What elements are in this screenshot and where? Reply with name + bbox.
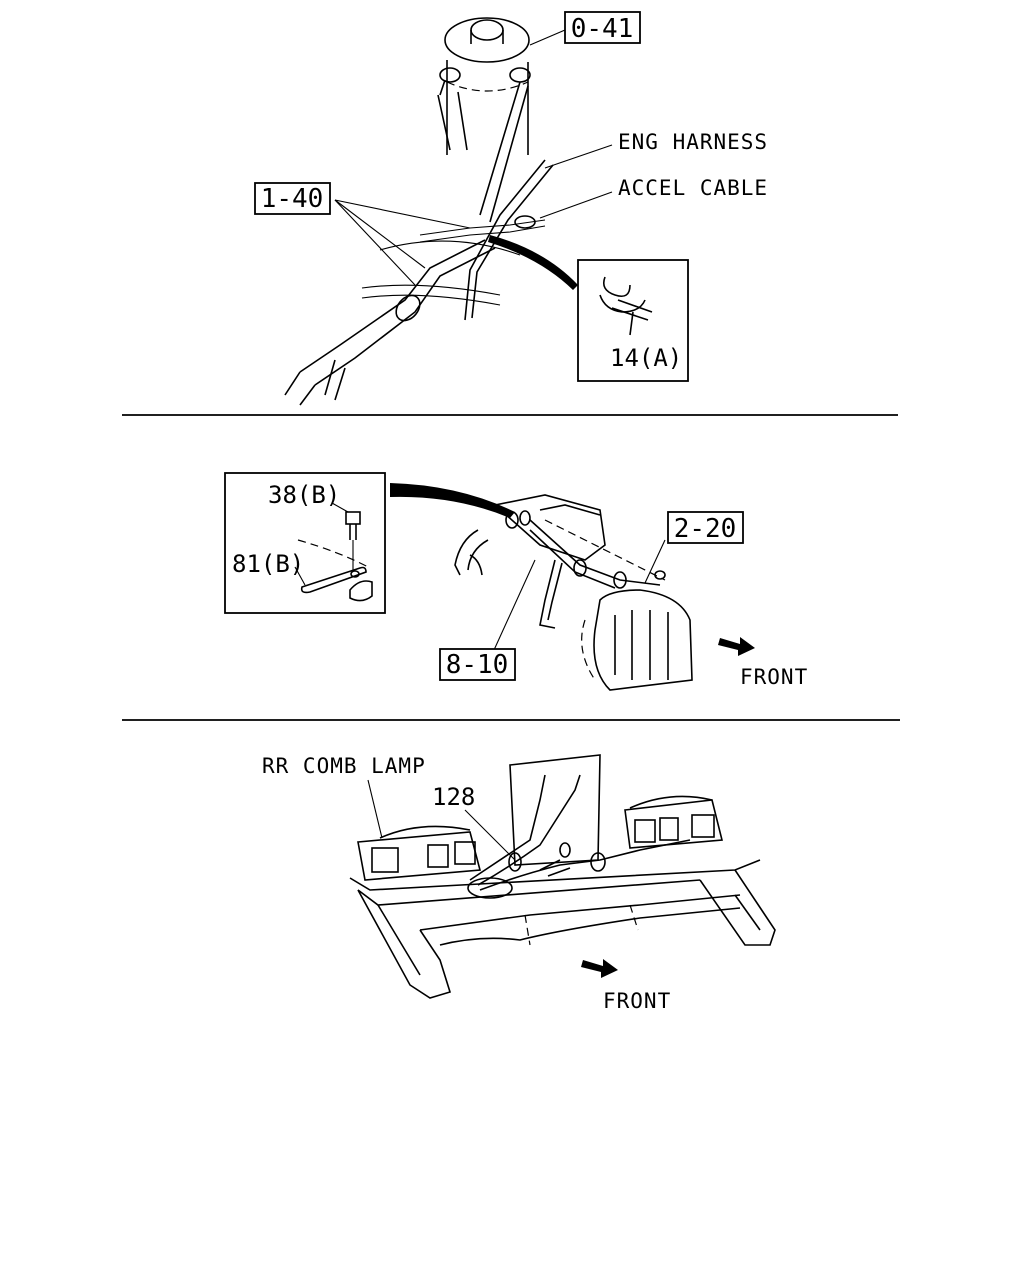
bracket-icon [294, 539, 373, 602]
frame-drawing [349, 754, 776, 999]
clip-icon [599, 276, 653, 336]
front-label-2: FRONT [603, 989, 671, 1013]
section-engine-harness: 0-41 1-40 ENG HARNESS ACCEL CABLE 14(A) [254, 11, 768, 406]
inset-clip [577, 259, 689, 382]
part-128: 128 [432, 783, 475, 811]
front-arrow-icon-2 [581, 959, 618, 978]
label-accel-cable: ACCEL CABLE [618, 176, 768, 200]
label-rr-comb-lamp: RR COMB LAMP [262, 754, 426, 778]
ref-8-10: 8-10 [446, 650, 509, 680]
ref-box-2-20 [667, 511, 744, 544]
ref-box-0-41 [564, 11, 641, 44]
ref-1-40: 1-40 [261, 184, 324, 214]
section-bracket: 38(B) 81(B) [224, 472, 808, 691]
part-81b: 81(B) [232, 550, 304, 578]
front-arrow-icon [718, 637, 755, 656]
inset-bolt-bracket [224, 472, 386, 614]
ref-box-8-10 [439, 648, 516, 681]
alternator-drawing [454, 494, 693, 691]
part-14a: 14(A) [610, 344, 682, 372]
ref-box-1-40 [254, 182, 331, 215]
label-eng-harness: ENG HARNESS [618, 130, 768, 154]
section-rear-lamp: RR COMB LAMP 128 [262, 754, 776, 1013]
part-38b: 38(B) [268, 481, 340, 509]
bolt-icon [331, 502, 361, 572]
ref-2-20: 2-20 [674, 514, 737, 544]
front-label: FRONT [740, 665, 808, 689]
ref-0-41: 0-41 [571, 14, 634, 44]
cylinder-drawing [437, 17, 531, 223]
